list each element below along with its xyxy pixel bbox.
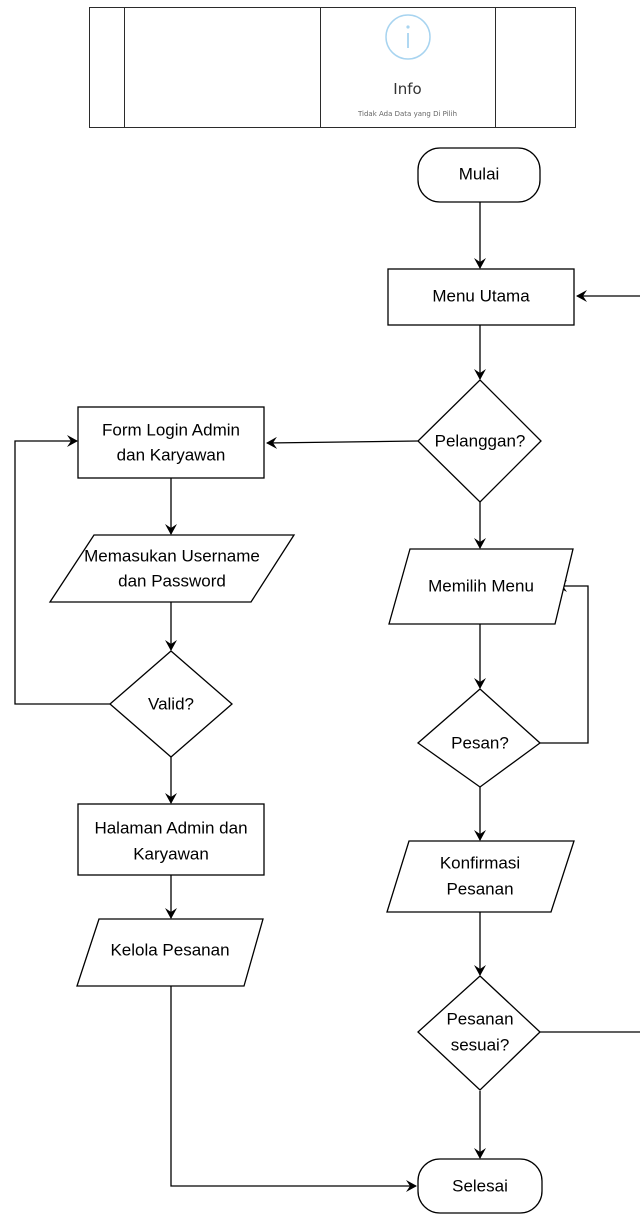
- info-title: Info: [393, 80, 422, 98]
- node-pelanggan-label: Pelanggan?: [435, 431, 526, 450]
- node-pesanan-sesuai: Pesanan sesuai?: [417, 975, 541, 1091]
- node-form-login-line2: dan Karyawan: [117, 445, 226, 464]
- panel-divider: [320, 8, 321, 127]
- node-pesan-label: Pesan?: [451, 733, 509, 752]
- node-memilih-menu: Memilih Menu: [388, 548, 574, 625]
- node-pelanggan: Pelanggan?: [417, 379, 542, 503]
- panel-divider: [495, 8, 496, 127]
- node-memilih-menu-label: Memilih Menu: [428, 576, 534, 595]
- edge-valid-form-loop: [14, 435, 110, 705]
- node-halaman-admin-line2: Karyawan: [133, 844, 209, 863]
- node-pesanan-sesuai-line1: Pesanan: [446, 1009, 513, 1028]
- panel-divider: [124, 8, 125, 127]
- node-memasukan-line1: Memasukan Username: [84, 546, 260, 565]
- node-memasukan-line2: dan Password: [118, 571, 226, 590]
- node-menu-utama: Menu Utama: [387, 268, 575, 326]
- node-mulai: Mulai: [417, 147, 541, 203]
- node-konfirmasi: Konfirmasi Pesanan: [386, 840, 575, 913]
- node-selesai: Selesai: [417, 1158, 543, 1214]
- node-pesan: Pesan?: [416, 688, 542, 788]
- info-icon: [385, 14, 431, 60]
- node-pesanan-sesuai-line2: sesuai?: [451, 1035, 510, 1054]
- node-kelola-label: Kelola Pesanan: [110, 940, 229, 959]
- edge-pelanggan-form: [266, 436, 419, 449]
- node-halaman-admin: Halaman Admin dan Karyawan: [77, 803, 265, 876]
- node-form-login: Form Login Admin dan Karyawan: [77, 406, 265, 479]
- edge-kelola-selesai: [170, 986, 417, 1192]
- node-memasukan: Memasukan Username dan Password: [48, 534, 296, 603]
- node-konfirmasi-line2: Pesanan: [446, 879, 513, 898]
- node-selesai-label: Selesai: [452, 1176, 508, 1195]
- node-menu-utama-label: Menu Utama: [432, 286, 530, 305]
- info-subtitle: Tidak Ada Data yang Di Pilih: [357, 110, 457, 118]
- info-panel: [89, 7, 576, 128]
- node-valid: Valid?: [109, 650, 233, 758]
- node-mulai-label: Mulai: [459, 164, 500, 183]
- node-valid-label: Valid?: [148, 694, 194, 713]
- node-form-login-line1: Form Login Admin: [102, 420, 240, 439]
- node-konfirmasi-line1: Konfirmasi: [440, 853, 520, 872]
- edge-pesan-memilih-loop: [540, 580, 589, 744]
- node-halaman-admin-line1: Halaman Admin dan: [94, 818, 247, 837]
- edges: [14, 202, 640, 1192]
- node-kelola: Kelola Pesanan: [76, 918, 264, 987]
